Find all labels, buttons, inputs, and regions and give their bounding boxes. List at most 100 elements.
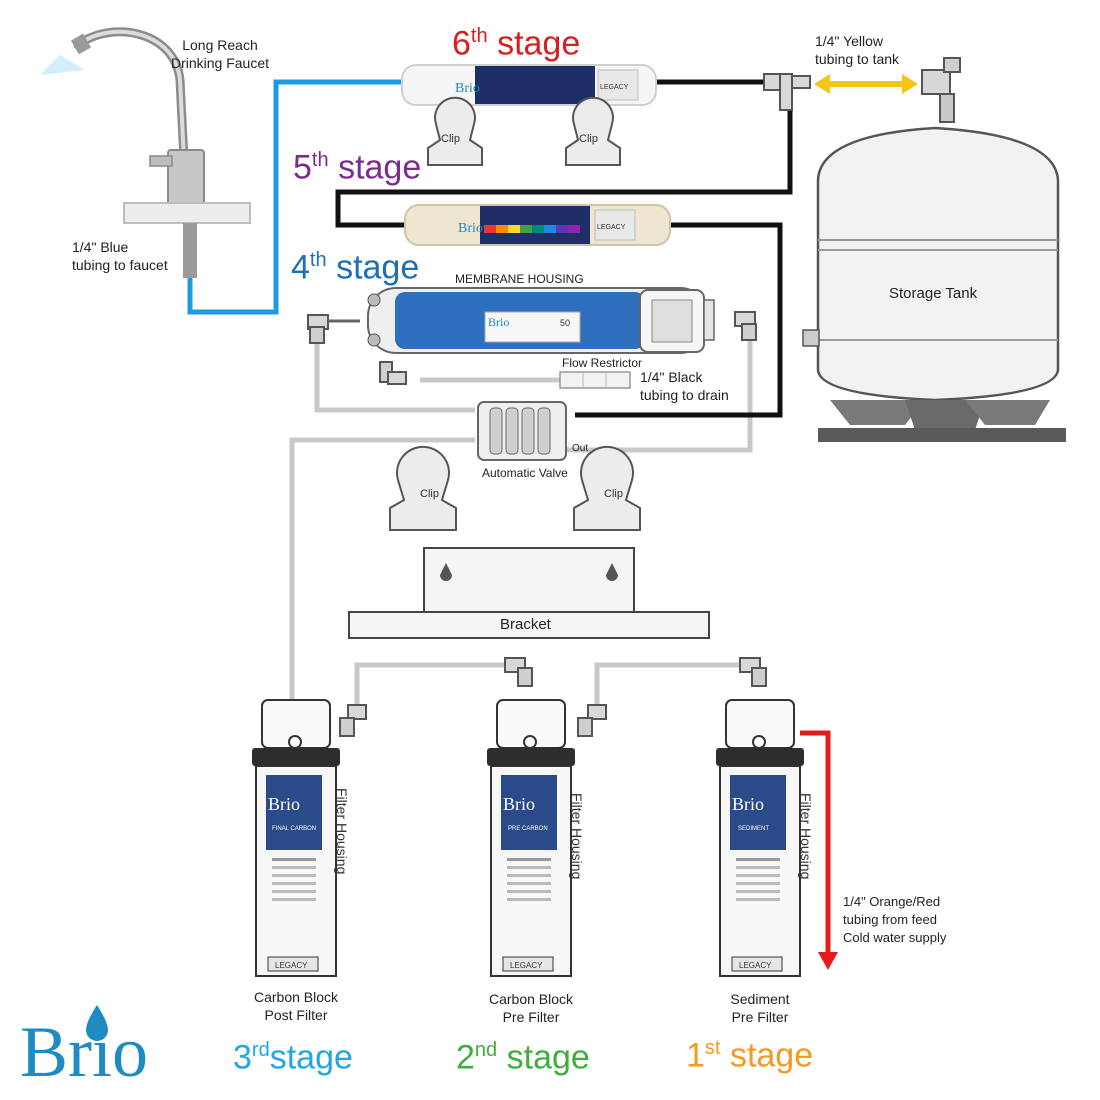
cartridge-title: PRE CARBON: [508, 826, 548, 832]
tank-valve-icon: [921, 57, 961, 123]
membrane-outlet-elbow-icon: [734, 311, 757, 341]
stage-5-sup: th: [311, 149, 329, 171]
valve-out-label: Out: [572, 443, 589, 454]
stage-2-word: stage: [506, 1038, 590, 1077]
feed-arrow: [800, 730, 838, 970]
black-tubing-label-line2: tubing to drain: [640, 387, 729, 403]
faucet-label-line1: Long Reach: [182, 37, 258, 53]
filter-2-label-line1: Carbon Block: [488, 991, 574, 1007]
filter-2-label-line2: Pre Filter: [502, 1009, 560, 1025]
brand-logo: Brio: [20, 1012, 149, 1092]
filter-1-label: Sediment Pre Filter: [690, 990, 830, 1026]
automatic-valve-label: Automatic Valve: [482, 466, 568, 480]
stage-5-series: LEGACY: [597, 224, 626, 231]
faucet-label-line2: Drinking Faucet: [170, 55, 270, 71]
clip-bottom-right: Clip: [573, 445, 641, 531]
filter-1-label-line2: Pre Filter: [731, 1009, 789, 1025]
drain-elbow-icon: [379, 361, 407, 385]
filter-3-label: Carbon Block Post Filter: [226, 988, 366, 1024]
stage-6-series: LEGACY: [600, 84, 629, 91]
blue-tubing-label-line2: tubing to faucet: [72, 257, 168, 273]
cartridge-title: SEDIMENT: [738, 826, 769, 832]
stage-6-num: 6: [452, 24, 471, 63]
stage-6-word: stage: [497, 24, 581, 63]
membrane-inlet-elbow-icon: [307, 314, 360, 344]
membrane-housing-label: MEMBRANE HOUSING: [455, 272, 584, 286]
filter-housing-label-3: Filter Housing: [334, 788, 350, 875]
filter-housing-1: Brio SEDIMENT LEGACY: [716, 699, 804, 977]
black-tubing-label: 1/4" Black tubing to drain: [640, 368, 729, 404]
faucet-label: Long Reach Drinking Faucet: [160, 36, 280, 72]
clip-label: Clip: [441, 133, 460, 145]
feed-tubing-label-line1: 1/4" Orange/Red: [843, 894, 941, 909]
clip-top-right: Clip: [565, 96, 621, 166]
clip-label: Clip: [604, 488, 623, 500]
filter-housing-3: Brio FINAL CARBON LEGACY: [252, 699, 340, 977]
bracket-label: Bracket: [500, 616, 551, 633]
cartridge-series: LEGACY: [275, 961, 308, 970]
gray-tubing: [289, 340, 753, 712]
stage-5-label: 5th stage: [293, 140, 421, 187]
stage-3-word: stage: [269, 1038, 353, 1077]
clip-bottom-left: Clip: [389, 445, 457, 531]
filter-housing-label-1: Filter Housing: [798, 793, 814, 880]
stage-1-word: stage: [729, 1036, 814, 1075]
stage-3-num: 3: [233, 1038, 252, 1077]
stage-6-brand: Brio: [455, 81, 480, 96]
stage-5-brand: Brio: [458, 221, 483, 236]
membrane-housing: Brio 50: [367, 287, 715, 354]
feed-tubing-label-line3: Cold water supply: [843, 930, 947, 945]
flow-restrictor-label: Flow Restrictor: [562, 356, 643, 370]
feed-tubing-label-line2: tubing from feed: [843, 912, 937, 927]
feed-tubing-label: 1/4" Orange/Red tubing from feed Cold wa…: [843, 893, 946, 947]
stage-1-num: 1: [686, 1036, 705, 1075]
filter-3-label-line2: Post Filter: [264, 1007, 328, 1023]
stage-5-filter: Brio LEGACY: [404, 204, 671, 246]
black-tubing-label-line1: 1/4" Black: [640, 369, 703, 385]
brand-drop-icon: [86, 1005, 108, 1041]
automatic-valve: [477, 401, 567, 461]
yellow-tubing: [814, 74, 918, 94]
filter-3-label-line1: Carbon Block: [253, 989, 339, 1005]
stage-3-label: 3rdstage: [233, 1030, 353, 1077]
membrane-brand: Brio: [488, 315, 509, 329]
filter-2-label: Carbon Block Pre Filter: [461, 990, 601, 1026]
clip-label: Clip: [420, 488, 439, 500]
faucet-icon: [40, 27, 251, 278]
stage-4-num: 4: [291, 248, 310, 287]
ph-scale: [484, 225, 580, 233]
filter-elbows: [339, 657, 767, 737]
stage-4-label: 4th stage: [291, 240, 419, 287]
storage-tank-label: Storage Tank: [889, 285, 978, 302]
stage-6-sup: th: [470, 25, 488, 47]
stage-2-num: 2: [456, 1038, 475, 1077]
bracket: [348, 547, 710, 639]
clip-label: Clip: [579, 133, 598, 145]
stage-5-num: 5: [293, 148, 312, 187]
flow-restrictor: [559, 371, 631, 389]
blue-tubing-label: 1/4" Blue tubing to faucet: [72, 238, 168, 274]
stage-3-sup: rd: [251, 1039, 270, 1061]
stage-6-filter: Brio LEGACY: [401, 64, 657, 106]
filter-housing-label-2: Filter Housing: [569, 793, 585, 880]
storage-tank: [802, 126, 1066, 442]
stage-4-sup: th: [309, 249, 327, 271]
yellow-tubing-label-line1: 1/4" Yellow: [815, 33, 884, 49]
clip-top-left: Clip: [427, 96, 483, 166]
membrane-rating: 50: [560, 318, 570, 328]
blue-tubing-label-line1: 1/4" Blue: [72, 239, 129, 255]
stage-2-label: 2nd stage: [456, 1030, 590, 1077]
yellow-tubing-label: 1/4" Yellow tubing to tank: [815, 32, 899, 68]
stage-1-sup: st: [704, 1037, 721, 1059]
stage-5-word: stage: [338, 148, 422, 187]
yellow-tubing-label-line2: tubing to tank: [815, 51, 900, 67]
cartridge-series: LEGACY: [510, 961, 543, 970]
tee-fitting-icon: [763, 73, 811, 111]
stage-2-sup: nd: [474, 1039, 498, 1061]
stage-4-word: stage: [336, 248, 420, 287]
cartridge-title: FINAL CARBON: [272, 826, 316, 832]
blue-tubing: [187, 79, 402, 315]
cartridge-brand: Brio: [732, 794, 764, 814]
cartridge-series: LEGACY: [739, 961, 772, 970]
